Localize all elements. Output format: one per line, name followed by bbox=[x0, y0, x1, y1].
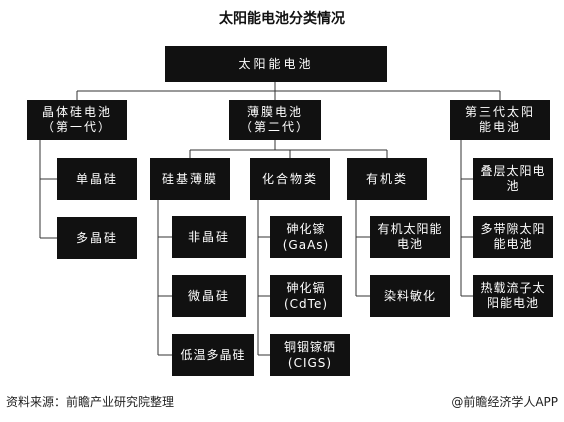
gaas-node: 砷化镓 (GaAs) bbox=[270, 216, 342, 258]
diagram-title: 太阳能电池分类情况 bbox=[219, 11, 345, 27]
hot-carrier-node: 热载流子太 阳能电池 bbox=[473, 275, 553, 317]
poly-si-node: 多晶硅 bbox=[57, 217, 137, 259]
gen1-node: 晶体硅电池 （第一代） bbox=[27, 100, 127, 140]
si-film-node: 硅基薄膜 bbox=[150, 158, 230, 200]
multi-bandgap-node: 多带隙太阳 能电池 bbox=[473, 216, 553, 258]
brand-note: @前瞻经济学人APP bbox=[451, 395, 558, 409]
gen2-node: 薄膜电池 （第二代） bbox=[229, 100, 321, 140]
low-temp-poly-si-node: 低温多晶硅 bbox=[172, 334, 254, 376]
organic-solar-node: 有机太阳能 电池 bbox=[370, 216, 450, 258]
compound-node: 化合物类 bbox=[250, 158, 330, 200]
gen3-node: 第三代太阳 能电池 bbox=[450, 100, 550, 140]
root-node: 太阳能电池 bbox=[165, 46, 387, 82]
micro-si-node: 微晶硅 bbox=[172, 275, 246, 317]
cigs-node: 铜铟镓硒 (CIGS) bbox=[270, 334, 350, 376]
source-note: 资料来源：前瞻产业研究院整理 bbox=[6, 395, 175, 409]
amorphous-si-node: 非晶硅 bbox=[172, 216, 246, 258]
organic-node: 有机类 bbox=[347, 158, 427, 200]
dye-sensitized-node: 染料敏化 bbox=[370, 275, 450, 317]
tandem-node: 叠层太阳电 池 bbox=[473, 158, 553, 200]
mono-si-node: 单晶硅 bbox=[57, 158, 137, 200]
cdte-node: 砷化镉 (CdTe) bbox=[270, 275, 342, 317]
